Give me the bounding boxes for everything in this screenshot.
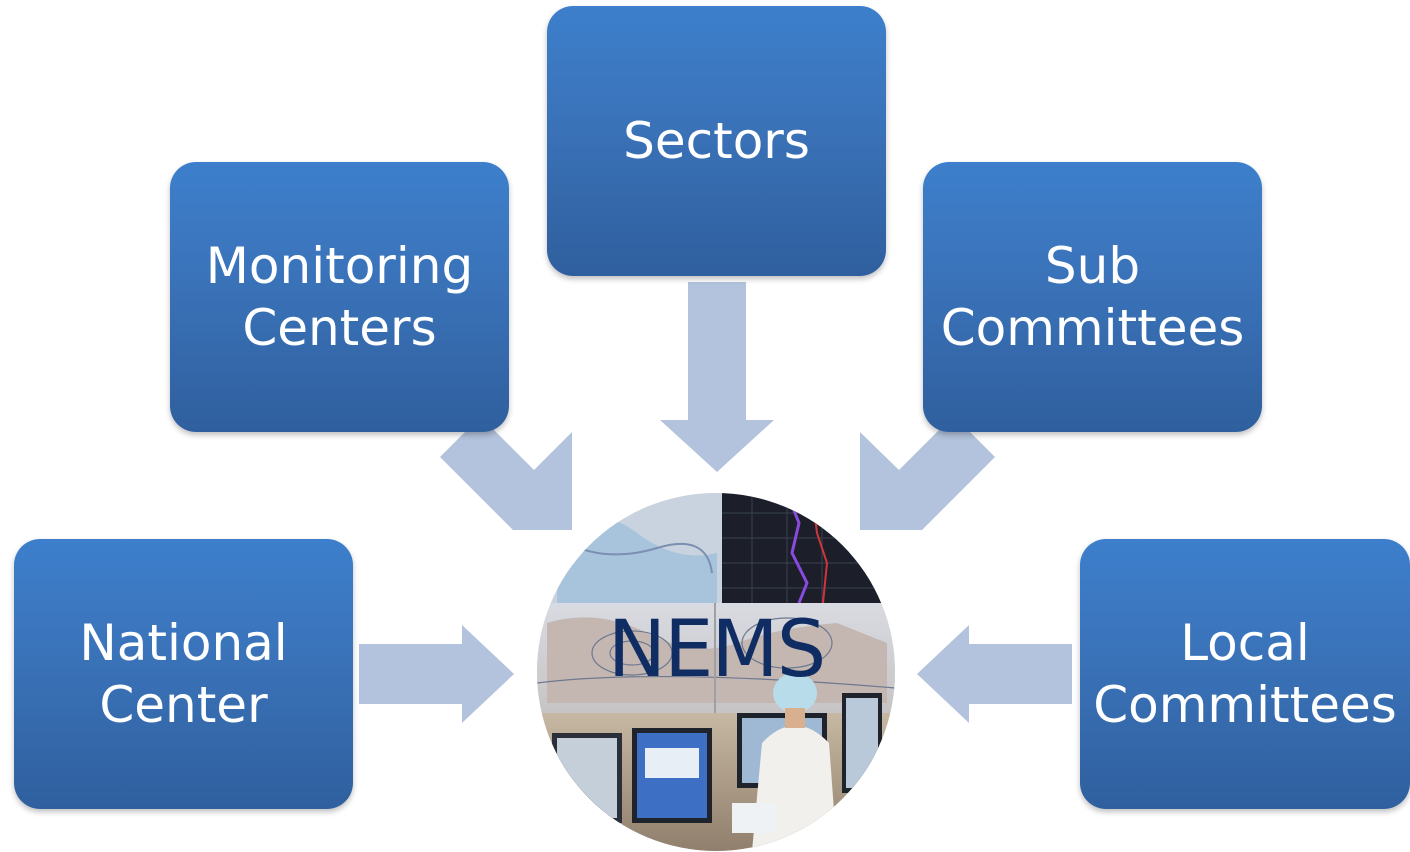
control-room-photo [537,493,895,851]
nems-center-label: NEMS [607,605,826,695]
arrow-from-national-center [359,625,514,723]
local-committees-node: Local Committees [1080,539,1410,809]
sectors-label-line-1: Sectors [623,112,810,170]
sub-committees-label-line-2: Committees [940,299,1245,357]
national-center-node: National Center [14,539,353,809]
sub-committees-label-line-1: Sub [1044,237,1141,295]
local-committees-label-line-2: Committees [1093,676,1397,734]
local-committees-label-line-1: Local [1180,614,1310,672]
monitoring-centers-label-line-1: Monitoring [205,237,474,295]
monitoring-centers-node: Monitoring Centers [170,162,509,432]
arrow-from-sectors [660,282,774,472]
national-center-label-line-2: Center [99,676,268,734]
sub-committees-node: Sub Committees [923,162,1262,432]
national-center-label-line-1: National [79,614,288,672]
monitoring-centers-label-line-2: Centers [242,299,437,357]
sectors-node: Sectors [547,6,886,276]
arrow-from-local-committees [917,625,1072,723]
